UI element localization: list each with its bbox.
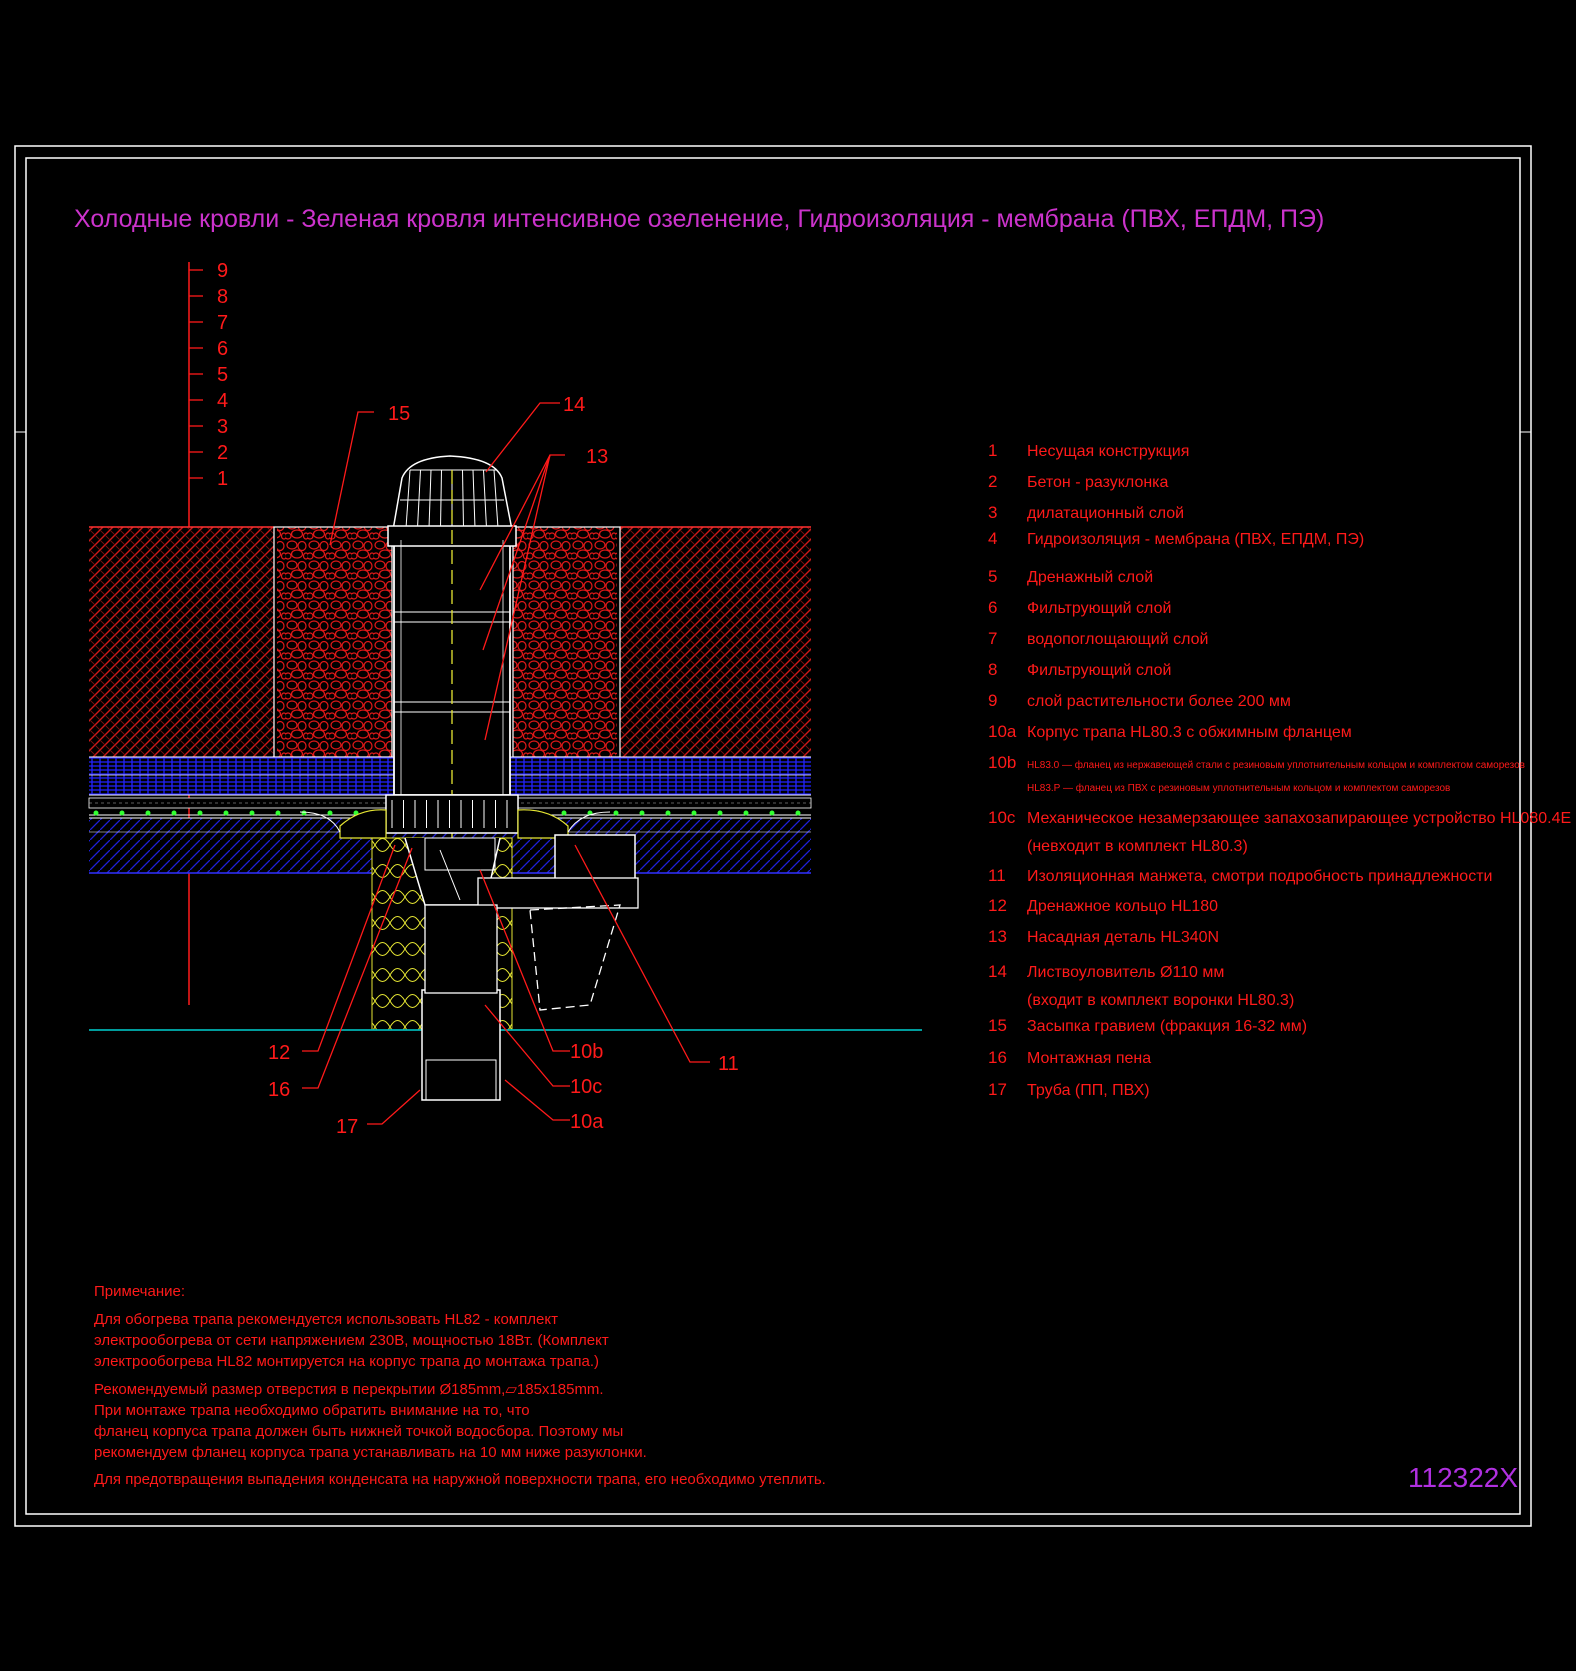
- note-line: электрообогрева от сети напряжением 230В…: [94, 1332, 609, 1349]
- layer-axis-label: 1: [217, 468, 228, 490]
- legend-number: 10b: [988, 753, 1016, 772]
- callout-15: 15: [388, 403, 410, 425]
- legend-text: Механическое незамерзающее запахозапираю…: [1027, 810, 1571, 827]
- legend-number: 3: [988, 503, 997, 522]
- roof-layers: [88, 526, 922, 1031]
- legend-item: 7 водопоглощающий слой: [988, 629, 1208, 648]
- legend-number: 7: [988, 629, 997, 648]
- legend-number: 11: [988, 866, 1006, 885]
- legend-item: 10a Корпус трапа HL80.3 с обжимным фланце…: [988, 722, 1352, 741]
- legend-text: Дренажный слой: [1027, 569, 1153, 586]
- legend-text: слой растительности более 200 мм: [1027, 693, 1291, 710]
- legend-text: Насадная деталь HL340N: [1027, 929, 1219, 946]
- legend-item: 1 Несущая конструкция: [988, 441, 1189, 460]
- legend-item: 11 Изоляционная манжета, смотри подробнос…: [988, 866, 1492, 885]
- callout-13: 13: [586, 446, 608, 468]
- legend-text: Фильтрующий слой: [1027, 600, 1171, 617]
- legend-number: 2: [988, 472, 997, 491]
- legend-item: 12 Дренажное кольцо HL180: [988, 896, 1218, 915]
- legend-number: 14: [988, 962, 1007, 981]
- layer-axis-label: 6: [217, 338, 228, 360]
- drawing-code: 112322X: [1408, 1462, 1518, 1493]
- legend-item: 10b HL83.0 — фланец из нержавеющей стали …: [988, 753, 1525, 794]
- layer-axis-label: 3: [217, 416, 228, 438]
- callout-16: 16: [268, 1079, 290, 1101]
- legend-text: Гидроизоляция - мембрана (ПВХ, ЕПДМ, ПЭ): [1027, 531, 1364, 548]
- legend-text: Несущая конструкция: [1027, 443, 1189, 460]
- legend-text: Изоляционная манжета, смотри подробность…: [1027, 868, 1492, 885]
- legend-text: Труба (ПП, ПВХ): [1027, 1082, 1150, 1099]
- callout-14: 14: [563, 394, 585, 416]
- legend: 1 Несущая конструкция 2 Бетон - разуклонка 3…: [988, 441, 1571, 1099]
- drawing-title: Холодные кровли - Зеленая кровля интенси…: [74, 205, 1324, 233]
- legend-item: 10c Механическое незамерзающее запахозапи…: [988, 808, 1571, 855]
- note-line: электрообогрева HL82 монтируется на корп…: [94, 1353, 599, 1370]
- callout-10c: 10c: [570, 1076, 602, 1098]
- legend-number: 15: [988, 1016, 1007, 1035]
- legend-number: 5: [988, 567, 997, 586]
- legend-text: водопоглощающий слой: [1027, 631, 1208, 648]
- legend-item: 13 Насадная деталь HL340N: [988, 927, 1219, 946]
- legend-number: 16: [988, 1048, 1007, 1067]
- note-line: фланец корпуса трапа должен быть нижней …: [94, 1423, 623, 1440]
- note-line: Рекомендуемый размер отверстия в перекры…: [94, 1381, 604, 1398]
- legend-number: 6: [988, 598, 997, 617]
- legend-item: 8 Фильтрующий слой: [988, 660, 1171, 679]
- legend-number: 10c: [988, 808, 1016, 827]
- layer-axis-label: 9: [217, 260, 228, 282]
- legend-item: 6 Фильтрующий слой: [988, 598, 1171, 617]
- legend-number: 4: [988, 529, 997, 548]
- legend-text: (входит в комплект воронки HL80.3): [1027, 992, 1294, 1009]
- legend-text: Корпус трапа HL80.3 с обжимным фланцем: [1027, 724, 1352, 741]
- note-line: При монтаже трапа необходимо обратить вн…: [94, 1402, 530, 1419]
- callout-11: 11: [718, 1053, 739, 1075]
- legend-text: Бетон - разуклонка: [1027, 474, 1169, 491]
- legend-text: (невходит в комплект HL80.3): [1027, 838, 1248, 855]
- legend-item: 5 Дренажный слой: [988, 567, 1153, 586]
- legend-number: 1: [988, 441, 997, 460]
- layer-axis-label: 7: [217, 312, 228, 334]
- callout-17: 17: [336, 1116, 358, 1138]
- note-line: рекомендуем фланец корпуса трапа устанав…: [94, 1444, 647, 1461]
- legend-text: HL83.P — фланец из ПВХ с резиновым уплот…: [1027, 782, 1450, 794]
- layer-axis-label: 4: [217, 390, 228, 412]
- legend-text: дилатационный слой: [1027, 505, 1184, 522]
- legend-item: 14 Листвоуловитель Ø110 мм (входит в компл…: [988, 962, 1294, 1009]
- callout-labels: 15 14 13 12 16 17 10b 10c 10a 11: [268, 394, 739, 1138]
- drawing-frame: [14, 145, 1532, 1527]
- notes-heading: Примечание:: [94, 1283, 185, 1300]
- drain-assembly: [299, 455, 639, 1101]
- legend-text: Фильтрующий слой: [1027, 662, 1171, 679]
- legend-number: 17: [988, 1080, 1007, 1099]
- legend-item: 17 Труба (ПП, ПВХ): [988, 1080, 1150, 1099]
- legend-number: 8: [988, 660, 997, 679]
- layer-axis-label: 5: [217, 364, 228, 386]
- note-line: Для предотвращения выпадения конденсата …: [94, 1471, 826, 1488]
- callout-10a: 10a: [570, 1111, 604, 1133]
- notes: Примечание: Для обогрева трапа рекоменду…: [94, 1283, 826, 1488]
- legend-item: 2 Бетон - разуклонка: [988, 472, 1169, 491]
- legend-number: 13: [988, 927, 1007, 946]
- legend-number: 12: [988, 896, 1007, 915]
- legend-text: Монтажная пена: [1027, 1050, 1151, 1067]
- callout-10b: 10b: [570, 1041, 603, 1063]
- note-line: Для обогрева трапа рекомендуется использ…: [94, 1311, 558, 1328]
- layer-axis-label: 8: [217, 286, 228, 308]
- callout-leaders: [302, 402, 710, 1125]
- legend-text: Засыпка гравием (фракция 16-32 мм): [1027, 1018, 1307, 1035]
- legend-item: 4 Гидроизоляция - мембрана (ПВХ, ЕПДМ, ПЭ…: [988, 529, 1364, 548]
- legend-text: Листвоуловитель Ø110 мм: [1027, 964, 1224, 981]
- legend-number: 9: [988, 691, 997, 710]
- legend-item: 9 слой растительности более 200 мм: [988, 691, 1291, 710]
- legend-text: Дренажное кольцо HL180: [1027, 898, 1218, 915]
- layer-axis-label: 2: [217, 442, 228, 464]
- legend-item: 15 Засыпка гравием (фракция 16-32 мм): [988, 1016, 1307, 1035]
- legend-item: 3 дилатационный слой: [988, 503, 1184, 522]
- legend-number: 10a: [988, 722, 1017, 741]
- callout-12: 12: [268, 1042, 290, 1064]
- legend-item: 16 Монтажная пена: [988, 1048, 1151, 1067]
- legend-text: HL83.0 — фланец из нержавеющей стали с р…: [1027, 759, 1525, 771]
